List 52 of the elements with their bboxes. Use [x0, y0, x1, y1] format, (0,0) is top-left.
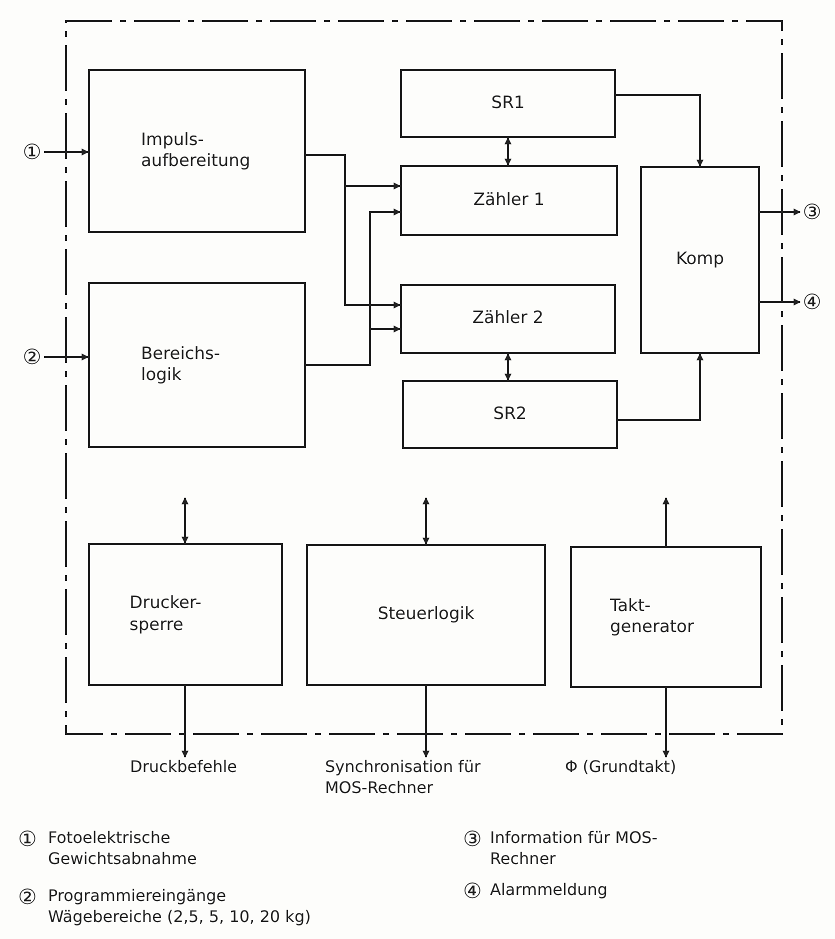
arrow — [44, 354, 89, 360]
box-label: Komp — [676, 249, 724, 271]
box-label: Takt- generator — [610, 596, 695, 638]
process-box — [400, 284, 616, 354]
process-box — [88, 282, 306, 448]
arrow — [616, 94, 704, 167]
port-number: ② — [20, 345, 44, 369]
port-number: ① — [20, 140, 44, 164]
arrow — [760, 208, 801, 216]
note-text: Programmiereingänge Wägebereiche (2,5, 5, 10, 20 kg) — [48, 886, 312, 928]
arrow — [306, 326, 401, 366]
port-number: ④ — [800, 290, 824, 314]
box-label: SR1 — [491, 92, 525, 114]
process-box — [88, 69, 306, 233]
dashed-boundary — [65, 20, 783, 735]
callout-number: ④ — [463, 878, 483, 905]
arrow — [504, 137, 512, 166]
signal-label: Φ (Grundtakt) — [565, 757, 725, 781]
box-label: Steuerlogik — [378, 604, 474, 626]
callout-number: ① — [18, 826, 38, 853]
box-label: Zähler 1 — [473, 190, 545, 212]
arrow — [182, 497, 188, 544]
callout-number: ③ — [463, 826, 483, 853]
arrow — [422, 497, 430, 545]
box-label: Drucker- sperre — [130, 593, 202, 636]
process-box — [88, 543, 283, 686]
box-label: SR2 — [493, 404, 527, 426]
process-box — [402, 380, 618, 449]
arrow — [182, 686, 188, 758]
process-box — [400, 165, 618, 236]
arrow — [618, 353, 704, 421]
port-number: ③ — [800, 200, 824, 224]
process-box — [306, 544, 546, 686]
arrow — [662, 497, 670, 546]
box-label: Bereichs- logik — [141, 344, 222, 386]
signal-label: Druckbefehle — [130, 757, 280, 781]
box-label: Impuls- aufbereitung — [141, 130, 252, 172]
signal-label: Synchronisation für MOS-Rechner — [325, 757, 510, 803]
arrow — [306, 154, 401, 308]
note-text: Information für MOS-Rechner — [490, 828, 658, 870]
box-label: Zähler 2 — [472, 308, 544, 330]
arrow — [422, 686, 430, 758]
note-text: Alarmmeldung — [490, 880, 609, 901]
arrow — [504, 353, 512, 381]
callout-number: ② — [18, 884, 38, 911]
arrow — [662, 688, 670, 758]
arrow — [44, 148, 89, 156]
process-box — [570, 546, 762, 688]
process-box — [400, 69, 616, 138]
arrow — [760, 298, 801, 306]
process-box — [640, 166, 760, 354]
note-text: Fotoelektrische Gewichtsabnahme — [48, 828, 198, 870]
